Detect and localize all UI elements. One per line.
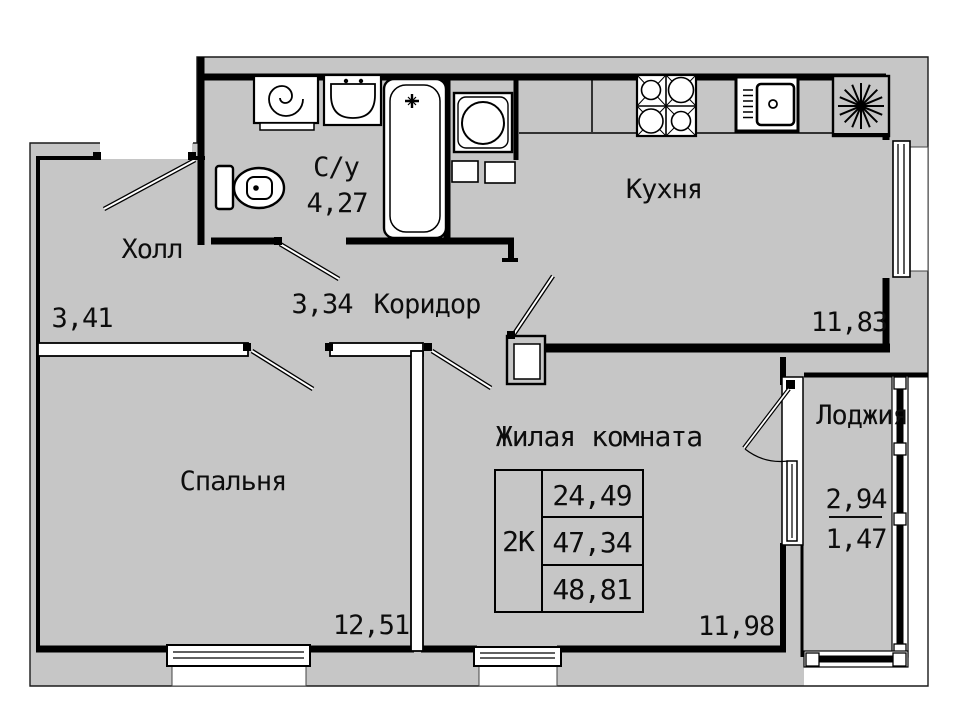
bathtub-fixture [382,77,448,240]
kitchen-window [892,140,929,278]
living-room-window [473,646,562,687]
partition-walls [37,342,424,652]
loggia-area-reduced: 1,47 [825,524,886,555]
stove-fixture [635,73,698,138]
washer-niche-fixture [451,91,516,184]
living-room-area: 11,98 [698,611,774,642]
info-table: 2К 24,49 47,34 48,81 [494,469,644,613]
entrance-door [93,152,197,212]
outer-outline [29,56,929,687]
bathroom-door [274,237,341,281]
washing-machine-fixture [252,74,320,131]
vent-shaft [505,334,547,386]
living-room-label: Жилая комната [496,420,702,453]
kitchen-label: Кухня [626,174,702,205]
hall-area: 3,41 [51,303,112,334]
bedroom-area: 12,51 [333,610,409,641]
bathroom-area: 4,27 [306,188,367,219]
loggia-label: Лоджия [816,400,908,431]
bedroom-label: Спальня [180,466,287,497]
area-apartment: 47,34 [552,526,631,559]
kitchen-sink-fixture [734,75,800,133]
loggia-glazing-bottom [803,650,909,668]
living-room-door [424,343,493,390]
bedroom-door [243,343,333,391]
apartment-footprint [30,57,930,686]
balcony-door [742,387,791,463]
loggia-area-full: 2,94 [825,484,886,515]
corridor-area: 3,34 [291,289,352,320]
kitchen-door [507,274,555,339]
balcony-door-window-block [781,376,804,546]
doors [93,152,791,463]
bath-sink-fixture [322,73,383,127]
hall-label: Холл [121,234,182,265]
loggia-glazing-right [891,375,909,658]
area-total: 48,81 [552,573,631,606]
kitchen-area: 11,83 [811,307,887,338]
apartment-type: 2К [502,525,535,558]
bathroom-label: С/у [313,152,360,183]
area-living: 24,49 [552,479,631,512]
corridor-label: Коридор [374,289,481,320]
vent-star-fixture [831,74,891,138]
bedroom-window [166,644,311,687]
toilet-fixture [214,164,286,211]
